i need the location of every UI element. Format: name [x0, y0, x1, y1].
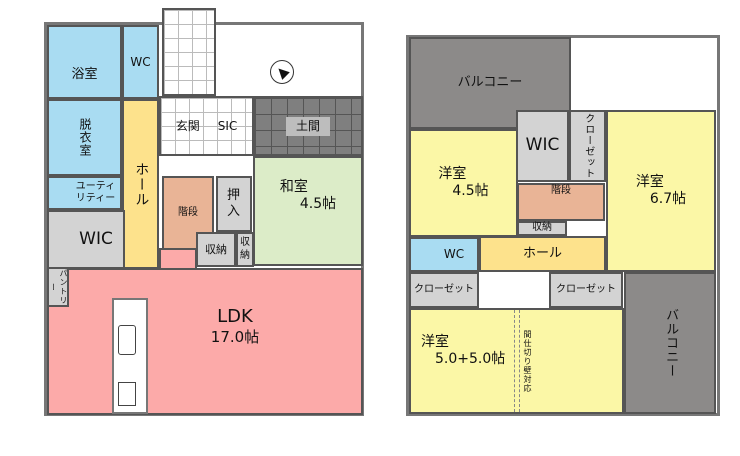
closet-left: クローゼット	[409, 272, 479, 308]
room-size: 4.5帖	[452, 183, 489, 199]
room-size: 6.7帖	[649, 191, 687, 207]
room-wc-1f: WC	[122, 25, 159, 99]
ldk-extension	[159, 248, 197, 270]
room-label: ユーティリティー	[75, 180, 116, 205]
floor-2-outer-wall	[406, 35, 720, 416]
room-hall-2f: ホール	[479, 236, 606, 272]
room-label: ホール	[133, 161, 150, 207]
room-label-sic: SIC	[217, 118, 238, 133]
room-label: クローゼット	[582, 113, 594, 179]
room-label: クローゼット	[414, 283, 474, 295]
room-label: 和室	[279, 178, 308, 195]
room-wc-2f: WC	[409, 237, 479, 272]
room-wic-1f: WIC	[47, 210, 125, 269]
room-oshiire: 押入	[216, 176, 252, 232]
room-label: WIC	[525, 135, 560, 156]
partition-note: 間仕切り壁対応	[523, 330, 532, 393]
room-entrance: 玄関 SIC	[159, 96, 254, 156]
closet-vertical: クローゼット	[569, 110, 606, 182]
room-label: バルコニー	[663, 308, 679, 378]
room-label: 土間	[285, 116, 330, 136]
room-label: 玄関	[175, 118, 200, 133]
sink-icon	[118, 325, 136, 355]
room-label: WC	[443, 247, 465, 261]
room-label: 押入	[227, 187, 242, 219]
room-label: 浴室	[71, 66, 98, 82]
room-label: 収納	[532, 222, 552, 234]
room-label: 収納	[240, 237, 250, 261]
stove-icon	[118, 382, 136, 406]
room-label: 洋室	[421, 333, 449, 350]
room-storage-2f: 収納	[517, 221, 567, 236]
room-label: 洋室	[635, 173, 664, 190]
room-storage-1: 収納	[196, 232, 236, 267]
room-dressing: 脱衣室	[47, 99, 122, 176]
room-label: ホール	[522, 245, 562, 261]
room-utility: ユーティリティー	[47, 176, 122, 210]
room-label: 洋室	[438, 165, 467, 182]
room-size: 5.0+5.0帖	[435, 351, 506, 367]
room-wic-2f: WIC	[516, 110, 569, 182]
room-pantry: パントリー	[47, 267, 69, 307]
entry-porch	[162, 8, 216, 96]
partition-wall-line	[514, 310, 520, 412]
room-label: 脱衣室	[78, 118, 92, 157]
room-label: LDK	[217, 305, 253, 327]
room-label: WIC	[79, 228, 113, 249]
room-label: パントリー	[49, 269, 68, 305]
room-size: 17.0帖	[210, 328, 260, 347]
balcony-right: バルコニー	[624, 272, 716, 414]
room-size: 4.5帖	[299, 196, 337, 212]
room-label: バルコニー	[457, 74, 523, 90]
room-label: 階段	[178, 206, 198, 218]
room-label: WC	[130, 54, 151, 69]
room-bath: 浴室	[47, 25, 122, 99]
room-stairs-2f: 階段	[517, 183, 605, 221]
room-storage-2: 収納	[236, 232, 254, 267]
room-label: 収納	[205, 242, 227, 256]
kitchen-counter	[112, 298, 148, 414]
room-label: クローゼット	[556, 283, 616, 295]
closet-right: クローゼット	[549, 272, 623, 308]
room-hall-1f: ホール	[122, 99, 159, 269]
room-doma: 土間	[253, 96, 363, 156]
room-label: 階段	[551, 185, 571, 196]
